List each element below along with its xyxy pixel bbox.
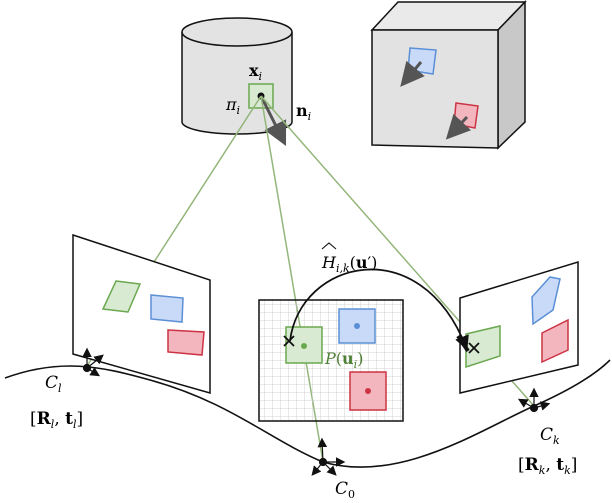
cube-object	[370, 0, 527, 150]
label-n-i: ni	[296, 101, 311, 123]
label-C-k: Ck	[540, 425, 560, 447]
label-Rl-tl: [Rl, tl]	[30, 409, 83, 431]
camera-axes-left	[82, 347, 104, 377]
label-Rk-tk: [Rk, tk]	[518, 455, 577, 477]
camera-axes-right	[517, 387, 551, 413]
label-homography: Hi,k(u′)	[321, 242, 377, 275]
label-pi-i: πi	[225, 95, 240, 117]
image-plane-left	[72, 233, 211, 394]
label-P-u: P(ui)	[324, 349, 363, 371]
homography-arrow	[289, 268, 469, 351]
label-C-l: Cl	[45, 373, 62, 395]
camera-axes-center	[311, 437, 346, 476]
image-plane-center	[258, 299, 404, 422]
svg-text:Hi,k(u′): Hi,k(u′)	[321, 253, 377, 275]
label-C-0: C0	[335, 479, 355, 501]
label-x-i: xi	[249, 61, 262, 83]
image-plane-right	[459, 260, 579, 394]
